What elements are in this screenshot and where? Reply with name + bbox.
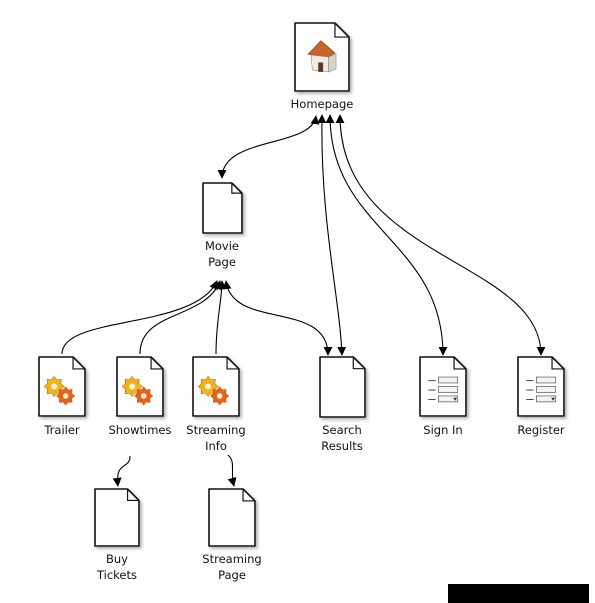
edge-register-to-homepage <box>335 114 546 356</box>
edge-sign-in-to-homepage <box>325 114 448 356</box>
node-label-register: Register <box>517 423 565 437</box>
form-icon <box>526 376 557 403</box>
node-register <box>517 356 565 417</box>
node-label-line: Streaming <box>202 552 262 566</box>
node-search-results <box>319 356 366 418</box>
node-label-homepage: Homepage <box>290 97 354 111</box>
gears-icon <box>197 375 230 406</box>
gears-icon <box>121 375 154 406</box>
node-streaming-info <box>192 356 240 417</box>
form-icon <box>428 376 459 403</box>
node-movie <box>202 182 243 234</box>
edge-showtimes-to-movie <box>139 280 222 355</box>
node-label-line: Results <box>321 439 363 453</box>
edge-streaming-info-to-streaming-page <box>227 454 237 487</box>
edge-movie-to-search-results <box>222 280 333 356</box>
edge-search-results-to-homepage <box>317 114 347 356</box>
node-showtimes <box>116 356 164 417</box>
node-label-line: Streaming <box>186 423 246 437</box>
node-label-line: Page <box>208 255 236 269</box>
node-homepage <box>294 22 350 92</box>
node-label-line: Info <box>205 439 227 453</box>
edge-trailer-to-movie <box>61 280 218 355</box>
node-label-trailer: Trailer <box>44 423 80 437</box>
edges-layer <box>61 114 546 487</box>
node-label-sign-in: Sign In <box>423 423 463 437</box>
edge-homepage-to-movie <box>217 115 320 179</box>
node-buy-tickets <box>94 488 140 547</box>
node-label-showtimes: Showtimes <box>108 423 172 437</box>
node-label-line: Movie <box>204 239 240 253</box>
gears-icon <box>43 375 76 406</box>
node-label-line: Page <box>218 568 246 582</box>
node-trailer <box>38 356 86 417</box>
node-label-line: Search <box>322 423 362 437</box>
nodes-layer <box>38 22 565 547</box>
node-streaming-page <box>208 488 256 547</box>
edge-streaming-info-to-movie <box>215 280 227 355</box>
house-icon <box>307 40 337 73</box>
node-label-line: Tickets <box>96 568 137 582</box>
footer-bar <box>448 584 589 603</box>
node-sign-in <box>419 356 467 417</box>
node-label-line: Buy <box>106 552 128 566</box>
edge-showtimes-to-buy-tickets <box>112 455 131 487</box>
